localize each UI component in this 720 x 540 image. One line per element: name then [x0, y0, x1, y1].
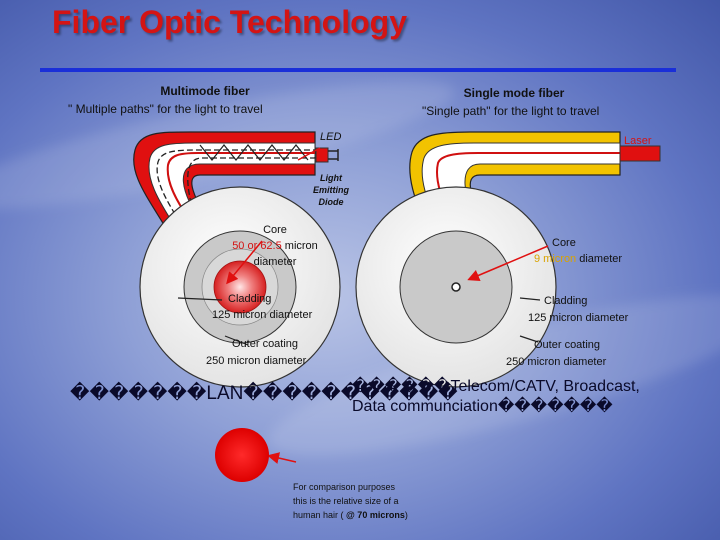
- led-source: [315, 147, 339, 163]
- leader-lines: [226, 147, 549, 464]
- multimode-core-size: 50 or 62.5: [232, 240, 282, 252]
- singlemode-subtitle: "Single path" for the light to travel: [422, 104, 600, 118]
- singlemode-coating-label: Outer coating 250 micron diameter: [506, 339, 607, 368]
- led-label: LED: [320, 131, 342, 143]
- title-underline: [40, 68, 676, 72]
- slide-title: Fiber Optic Technology: [52, 4, 407, 40]
- multimode-heading: Multimode fiber: [160, 84, 250, 98]
- laser-source: [619, 145, 661, 162]
- multimode-coating-label: Outer coating 250 micron diameter: [206, 338, 307, 367]
- hair-comparison-note: For comparison purposes this is the rela…: [293, 482, 408, 520]
- multimode-core-label: Core 50 or 62.5 micron diameter: [232, 224, 318, 268]
- singlemode-core-size: 9 micron: [534, 253, 577, 265]
- multimode-application: �������LAN�����������: [70, 383, 458, 404]
- singlemode-application-main: Telecom/CATV, Broadcast,: [450, 378, 640, 395]
- human-hair-cross-section: [215, 428, 269, 482]
- leader-lines-dark: [177, 297, 541, 346]
- singlemode-cladding-label: Cladding 125 micron diameter: [528, 295, 629, 324]
- singlemode-heading: Single mode fiber: [463, 86, 565, 100]
- multimode-subtitle: " Multiple paths" for the light to trave…: [68, 102, 263, 116]
- hair-size: @ 70 microns: [346, 510, 405, 520]
- singlemode-application-line2: Data communciation: [352, 398, 498, 415]
- laser-label: Laser: [624, 135, 652, 147]
- multimode-cladding-label: Cladding 125 micron diameter: [212, 293, 313, 321]
- singlemode-core-label: Core 9 micron diameter: [534, 237, 623, 265]
- multimode-application-main: LAN: [206, 383, 244, 404]
- singlemode-cross-section: [355, 186, 557, 388]
- led-full-name: Light Emitting Diode: [313, 173, 349, 207]
- singlemode-application: ������Telecom/CATV, Broadcast, Data comm…: [352, 378, 640, 415]
